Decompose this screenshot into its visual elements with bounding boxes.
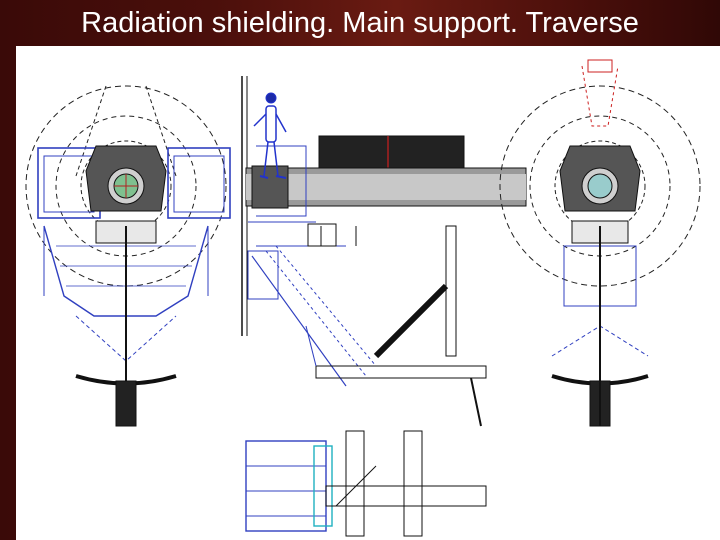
worker-figure bbox=[253, 92, 287, 179]
right-section-view bbox=[499, 59, 701, 427]
engineering-drawing bbox=[16, 46, 720, 540]
slide-title: Radiation shielding. Main support. Trave… bbox=[81, 7, 639, 39]
left-section-view bbox=[25, 85, 231, 427]
side-elevation-view bbox=[241, 76, 527, 427]
drawing-canvas bbox=[25, 59, 701, 537]
plan-view bbox=[245, 430, 487, 537]
